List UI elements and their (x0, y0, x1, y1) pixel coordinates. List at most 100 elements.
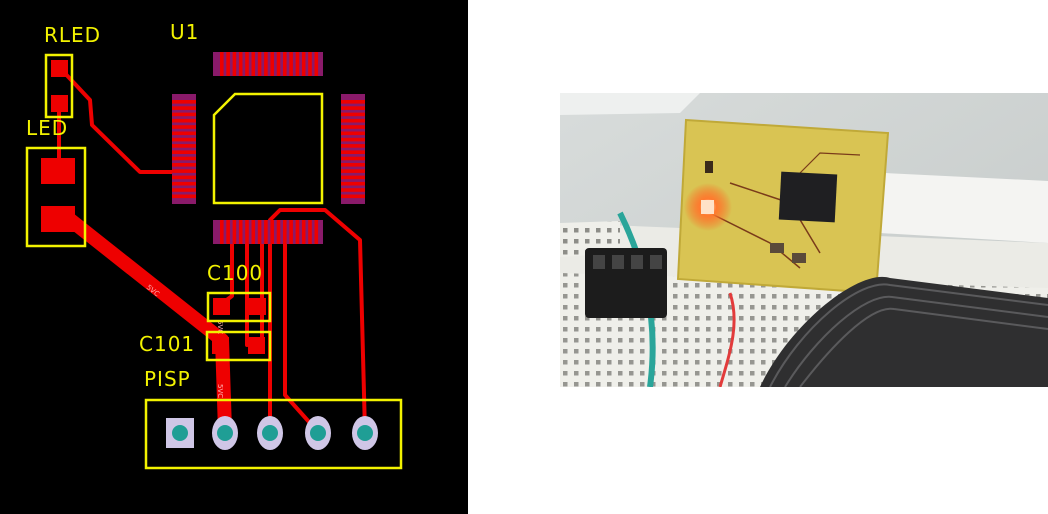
pisp-pin-1-hole (172, 425, 188, 441)
pisp-pin-5-hole (357, 425, 373, 441)
u1-pad (314, 220, 319, 244)
u1-pad (301, 220, 306, 244)
photo-canvas (560, 93, 1048, 387)
pisp-designator: PISP (144, 367, 191, 391)
u1-pad (301, 52, 306, 76)
copper-traces (57, 66, 367, 437)
c100-pad-1 (213, 298, 230, 315)
u1-pad (341, 137, 365, 142)
pisp-outline (144, 398, 403, 470)
u1-pads-left (172, 94, 196, 204)
trace-rled-u1 (58, 66, 178, 174)
u1-pads-right (341, 94, 365, 204)
u1-pad (172, 144, 196, 148)
microcontroller-chip (778, 171, 838, 223)
u1-pad (172, 156, 196, 161)
led-designator: LED (26, 116, 68, 140)
ribbon-cable-ridge (769, 283, 1048, 387)
u1-pad (172, 125, 196, 129)
u1-pad (341, 150, 365, 154)
u1-pad (264, 220, 268, 244)
u1-pad (341, 194, 365, 199)
u1-pad (172, 131, 196, 136)
u1-pad (341, 125, 365, 129)
red-wire (718, 292, 736, 387)
u1-pad (341, 100, 365, 104)
u1-pad (232, 220, 237, 244)
rled-pad-1 (51, 60, 68, 77)
c101-designator: C101 (139, 332, 195, 356)
u1-outline (212, 92, 324, 205)
trace-u1-pisp4 (283, 230, 320, 434)
c101-pad-2 (248, 337, 265, 354)
u1-pad (238, 52, 243, 76)
pin-header-pin (593, 255, 605, 269)
u1-pad (308, 52, 312, 76)
led-outline (25, 146, 87, 248)
u1-pad (341, 175, 365, 180)
u1-pad (232, 52, 237, 76)
u1-pad (289, 220, 293, 244)
u1-pad (257, 220, 262, 244)
pin-header-pin (650, 255, 662, 269)
u1-pad (270, 52, 274, 76)
u1-pad (270, 220, 274, 244)
u1-pad (341, 131, 365, 136)
c100-designator: C100 (207, 261, 263, 285)
u1-pad (172, 175, 196, 180)
u1-pad (172, 163, 196, 167)
pcb-layout-panel: 5VC 5VC 5VC RLED LED U1 (0, 0, 468, 514)
u1-pad (172, 169, 196, 173)
c101-component (205, 330, 272, 362)
pisp-pins (212, 416, 378, 450)
c100-component (206, 291, 272, 323)
c100-pad-2 (249, 298, 266, 315)
background-object (560, 93, 700, 115)
u1-pad (172, 181, 196, 186)
u1-pad (245, 220, 249, 244)
u1-pad (341, 163, 365, 167)
led (701, 200, 714, 214)
pisp-pin-4-hole (310, 425, 326, 441)
pcb-layout-canvas: 5VC 5VC 5VC RLED LED U1 (25, 20, 403, 470)
u1-pad (257, 52, 262, 76)
u1-pad (341, 144, 365, 148)
u1-pad (341, 169, 365, 173)
u1-pad (172, 106, 196, 110)
u1-pad (172, 100, 196, 104)
rled-pad-2 (51, 95, 68, 112)
u1-pad (341, 156, 365, 161)
u1-pad (283, 52, 287, 76)
u1-pad (295, 52, 300, 76)
background-breadboard-far (880, 173, 1048, 243)
u1-pad (341, 181, 365, 186)
pin-header-body (585, 248, 667, 318)
u1-pad (341, 118, 365, 123)
u1-pads-bottom (213, 220, 323, 244)
led-pad-1 (41, 158, 75, 184)
u1-pad (172, 112, 196, 117)
u1-pad (295, 220, 300, 244)
u1-pad-strip (172, 94, 196, 204)
u1-pad-strip (341, 94, 365, 204)
pin-header-pin (631, 255, 643, 269)
resistor (705, 161, 713, 173)
ribbon-cable-ridge (799, 307, 1048, 387)
u1-pad (276, 52, 281, 76)
u1-pad (251, 52, 256, 76)
u1-designator: U1 (170, 20, 199, 44)
net-label: 5VC (216, 320, 224, 334)
u1-pad (341, 188, 365, 192)
pisp-pin-3-hole (262, 425, 278, 441)
ribbon-cable-body (760, 276, 1048, 387)
assembled-board-photo (560, 93, 1048, 387)
u1-pad (238, 220, 243, 244)
u1-pad (172, 150, 196, 154)
assembled-pcb (676, 118, 890, 295)
u1-pad (172, 137, 196, 142)
pisp-pin-2-hole (217, 425, 233, 441)
c101-outline (205, 330, 272, 362)
u1-pad (220, 220, 224, 244)
u1-pad (172, 188, 196, 192)
rled-component (44, 53, 74, 119)
